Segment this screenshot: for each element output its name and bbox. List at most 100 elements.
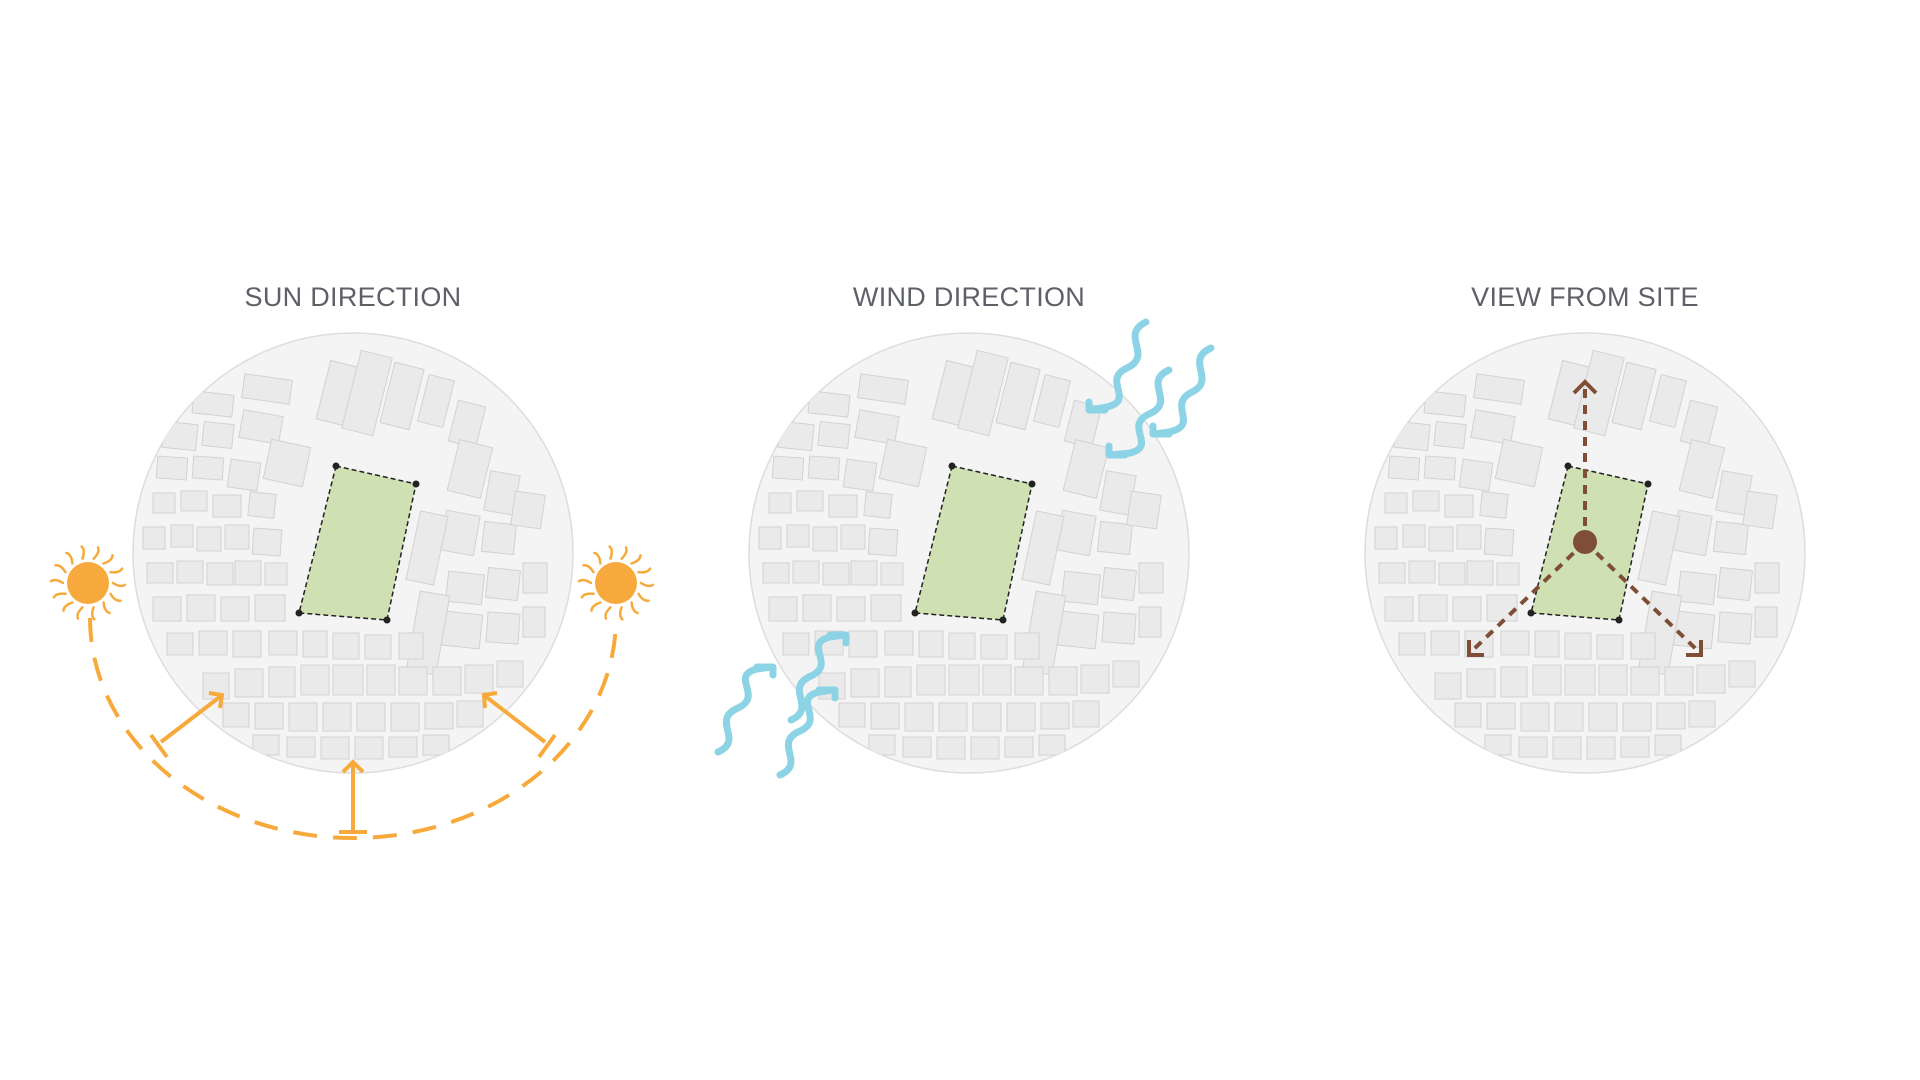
site-map (132, 332, 574, 774)
view-from-site-diagram (1364, 332, 1806, 774)
building-block (777, 420, 815, 452)
building-block (220, 596, 250, 622)
building-block (1393, 420, 1431, 452)
building-block (980, 634, 1008, 660)
building-block (817, 420, 851, 450)
building-block (1438, 562, 1466, 586)
building-block (356, 702, 386, 732)
building-block (398, 666, 428, 696)
building-block (480, 520, 518, 556)
building-block (142, 526, 166, 550)
building-block (522, 562, 548, 594)
building-block (1598, 664, 1628, 696)
building-block (840, 524, 866, 550)
building-block (1060, 570, 1102, 606)
building-block (856, 373, 910, 405)
building-block (366, 664, 396, 696)
view-arrow-icon (1471, 386, 1699, 652)
building-block (444, 570, 486, 606)
building-block (1518, 736, 1548, 758)
building-block (1384, 492, 1408, 514)
building-block (854, 409, 900, 445)
building-block (768, 596, 798, 622)
building-block (264, 562, 288, 586)
building-block (938, 702, 968, 732)
building-block (286, 736, 316, 758)
building-block (354, 736, 384, 760)
building-block (522, 606, 546, 638)
building-block (1408, 560, 1436, 584)
building-block (422, 734, 450, 756)
site-corner-marker (948, 462, 956, 470)
building-block (902, 736, 932, 758)
site-corner-marker (999, 616, 1007, 624)
building-block (206, 562, 234, 586)
building-block (916, 664, 946, 696)
building-block (1622, 702, 1652, 732)
wind-direction-diagram (714, 318, 1215, 779)
building-block (1754, 562, 1780, 594)
building-block (1654, 734, 1682, 756)
building-block (152, 596, 182, 622)
building-block (1588, 702, 1618, 732)
building-block (1520, 702, 1550, 732)
building-block (484, 566, 522, 602)
site-corner-marker (383, 616, 391, 624)
site-corner-marker (1564, 462, 1572, 470)
building-block (254, 594, 286, 622)
site-corner-marker (1644, 480, 1652, 488)
building-block (1754, 606, 1778, 638)
building-block (1374, 526, 1398, 550)
building-block (1648, 373, 1688, 429)
sun-direction-diagram (49, 332, 655, 840)
building-block (1678, 439, 1726, 499)
building-block (936, 736, 966, 760)
panel-view-from-site: VIEW FROM SITE (1265, 0, 1905, 1080)
building-block (1637, 510, 1681, 586)
building-block (234, 668, 264, 698)
building-block (1423, 390, 1467, 418)
building-block (1040, 702, 1070, 730)
building-block (234, 560, 262, 586)
building-block (1428, 526, 1454, 552)
building-block (1696, 664, 1726, 694)
building-block (1398, 632, 1426, 656)
building-block (1630, 666, 1660, 696)
building-block (838, 702, 866, 728)
panel-title: SUN DIRECTION (244, 282, 462, 312)
building-block (432, 666, 462, 696)
building-block (288, 702, 318, 732)
building-block (868, 734, 896, 756)
building-block (884, 666, 912, 698)
building-block (176, 560, 204, 584)
building-block (1716, 566, 1754, 602)
building-block (948, 632, 976, 660)
building-block (152, 492, 176, 514)
building-block (388, 736, 418, 758)
building-block (1418, 594, 1448, 622)
building-block (390, 702, 420, 732)
building-block (1032, 373, 1072, 429)
building-block (364, 634, 392, 660)
building-block (268, 630, 298, 656)
building-block (762, 562, 790, 584)
building-block (191, 455, 225, 481)
wind-icon (1085, 318, 1215, 459)
sun-icon (577, 545, 655, 621)
building-block (792, 560, 820, 584)
building-block (1532, 664, 1562, 696)
building-block (1112, 660, 1140, 688)
building-block (251, 527, 283, 557)
building-block (1006, 702, 1036, 732)
building-block (1456, 524, 1482, 550)
building-block (1552, 736, 1582, 760)
building-block (1458, 458, 1494, 492)
building-block (878, 438, 928, 488)
building-block (1564, 632, 1592, 660)
panel-title: VIEW FROM SITE (1471, 282, 1699, 312)
building-block (880, 562, 904, 586)
view-arrowhead-southwest (1467, 640, 1484, 657)
building-block (201, 420, 235, 450)
building-block (1564, 664, 1596, 696)
building-block (485, 611, 521, 645)
